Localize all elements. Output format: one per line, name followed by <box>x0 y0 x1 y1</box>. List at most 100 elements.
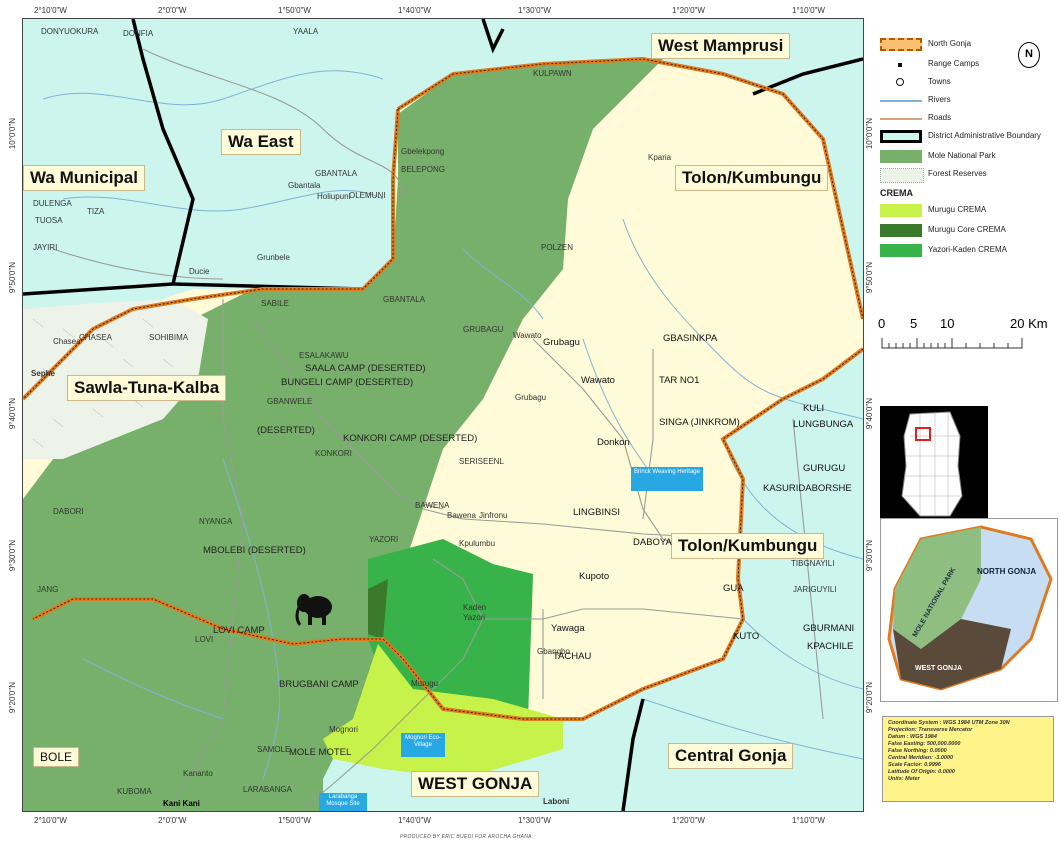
town-label: Kupoto <box>579 571 610 582</box>
legend-label: Yazori-Kaden CREMA <box>928 245 1007 254</box>
scale-label: 0 <box>878 316 886 331</box>
district-label-tolon-kumbungu-mid: Tolon/Kumbungu <box>671 533 825 559</box>
town-label: KULPAWN <box>533 69 572 78</box>
coordinate-info: Coordinate System : WGS 1984 UTM Zone 30… <box>882 716 1054 802</box>
coord-bottom-label: 1°40'0"W <box>398 816 431 825</box>
legend-label: Rivers <box>928 95 951 104</box>
legend-label: Murugu CREMA <box>928 205 987 214</box>
scale-bar: 0 5 10 20 Km <box>876 316 1056 356</box>
town-label: Chasea <box>53 337 81 346</box>
map-credit: PRODUCED BY ERIC BUEDI FOR AROCHA GHANA <box>400 834 532 840</box>
legend-label: Range Camps <box>928 59 980 68</box>
town-label: JANG <box>37 585 59 594</box>
town-label: Kananto <box>183 769 213 778</box>
inset-shape <box>887 525 1053 691</box>
town-label: BAWENA <box>415 501 450 510</box>
brinck-weaving-box: Brinck Weaving Heritage <box>631 467 703 491</box>
scale-label: 10 <box>940 316 955 331</box>
mognori-eco-box: Mognori Eco-Village <box>401 733 445 757</box>
scale-label: 5 <box>910 316 918 331</box>
camp-label: BRUGBANI CAMP <box>279 679 359 690</box>
town-label: JARIGUYILI <box>793 585 837 594</box>
murugu-crema-area <box>323 644 563 779</box>
north-arrow-icon: N <box>1018 42 1040 68</box>
coord-bottom-label: 1°10'0"W <box>792 816 825 825</box>
camp-label: (DESERTED) <box>257 425 315 436</box>
legend-label: District Administrative Boundary <box>928 131 1041 140</box>
town-label: SAMOLE <box>257 745 291 754</box>
inset-label: WEST GONJA <box>915 665 963 672</box>
town-label: GURUGU <box>803 463 846 474</box>
info-line: Latitude Of Origin: 0.0000 <box>888 769 955 775</box>
town-label: Yawaga <box>551 623 585 634</box>
town-label: YAZORI <box>369 535 399 544</box>
info-line: Coordinate System : WGS 1984 UTM Zone 30… <box>888 720 1010 726</box>
town-label: Murugu <box>411 679 439 688</box>
map-canvas[interactable] <box>23 19 863 811</box>
town-label: GBASINKPA <box>663 333 718 344</box>
legend-label: Murugu Core CREMA <box>928 225 1006 234</box>
town-label: SABILE <box>261 299 290 308</box>
scale-ticks <box>881 338 1023 349</box>
coord-top-label: 1°20'0"W <box>672 6 705 15</box>
town-label: Kani Kani <box>163 799 200 808</box>
town-label: JAYIRI <box>33 243 58 252</box>
town-label: Kparia <box>648 153 672 162</box>
town-dot-icon <box>880 76 922 89</box>
info-line: Central Meridian: -3.0000 <box>888 755 954 761</box>
town-label: KONKORI <box>315 449 352 458</box>
info-line: Projection: Transverse Mercator <box>888 727 973 733</box>
town-label: KPACHILE <box>807 641 854 652</box>
larabanga-box: Larabanga Mosque Site <box>319 793 367 811</box>
coord-top-label: 1°50'0"W <box>278 6 311 15</box>
town-label: Mognori <box>329 725 358 734</box>
yazori-kaden-swatch-icon <box>880 244 922 257</box>
town-label: Grunbele <box>257 253 290 262</box>
coord-right-label: 9°40'0"N <box>865 398 874 430</box>
town-label: Ducie <box>189 267 210 276</box>
coord-left-label: 10°0'0"N <box>8 118 17 150</box>
coord-right-label: 9°50'0"N <box>865 262 874 294</box>
town-label: GRUBAGU <box>463 325 504 334</box>
town-label: SOHIBIMA <box>149 333 189 342</box>
district-label-central-gonja: Central Gonja <box>668 743 794 769</box>
camp-label: MBOLEBI (DESERTED) <box>203 545 306 556</box>
coord-top-label: 1°40'0"W <box>398 6 431 15</box>
town-label: Bawena <box>447 511 476 520</box>
town-label: DABOYA <box>633 537 672 548</box>
town-label: LOVI <box>195 635 214 644</box>
coord-bottom-label: 2°0'0"W <box>158 816 187 825</box>
info-line: Scale Factor: 0.9996 <box>888 762 941 768</box>
town-label: KUTO <box>733 631 760 642</box>
town-label: OLEMUNI <box>349 191 386 200</box>
town-label: TAR NO1 <box>659 375 700 386</box>
district-label-wa-municipal: Wa Municipal <box>23 165 145 191</box>
town-label: Gbangbo <box>537 647 570 656</box>
town-label: Laboni <box>543 797 570 806</box>
district-label-bole: BOLE <box>33 747 80 767</box>
camp-label: SAALA CAMP (DESERTED) <box>305 363 426 374</box>
town-label: Jinfronu <box>479 511 508 520</box>
town-label: LARABANGA <box>243 785 292 794</box>
camp-label: LOVI CAMP <box>213 625 265 636</box>
north-gonja-swatch-icon <box>880 38 922 51</box>
map-frame[interactable]: West Mamprusi Wa East Wa Municipal Tolon… <box>22 18 864 812</box>
coord-top-label: 2°0'0"W <box>158 6 187 15</box>
yazori-kaden-crema-area <box>368 539 533 719</box>
north-gonja-boundary-dash <box>23 58 863 720</box>
town-label: Holiupuni <box>317 192 351 201</box>
district-label-tolon-kumbungu-top: Tolon/Kumbungu <box>675 165 829 191</box>
town-label: SINGA (JINKROM) <box>659 417 740 428</box>
town-label: Gbantala <box>288 181 321 190</box>
town-label: Grubagu <box>515 393 547 402</box>
town-label: Donkon <box>597 437 630 448</box>
town-label: LUNGBUNGA <box>793 419 854 430</box>
coord-top-label: 1°10'0"W <box>792 6 825 15</box>
camp-label: MOLE MOTEL <box>289 747 352 758</box>
coord-right-label: 9°20'0"N <box>865 682 874 714</box>
town-label: DABORI <box>53 507 84 516</box>
town-label: Wawato <box>513 331 542 340</box>
legend-label: Forest Reserves <box>928 169 987 178</box>
legend-label: Mole National Park <box>928 151 996 160</box>
coord-top-label: 1°30'0"W <box>518 6 551 15</box>
